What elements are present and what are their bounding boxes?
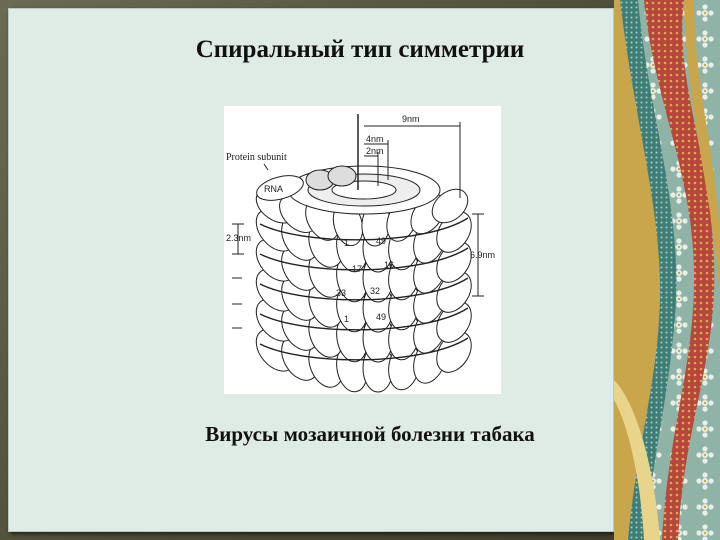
dim-9nm-label: 9nm	[402, 114, 420, 124]
subunit-number: 1	[344, 238, 349, 248]
subunit-number: 16	[384, 260, 394, 270]
dim-4nm-label: 4nm	[366, 134, 384, 144]
decorative-border	[614, 0, 720, 540]
rna-helix	[259, 217, 469, 361]
subunit-number: 49	[376, 236, 386, 246]
rna-label: RNA	[264, 184, 283, 194]
dim-2nm-label: 2nm	[366, 146, 384, 156]
protein-subunit-label: Protein subunit	[226, 152, 287, 163]
dimension-lines	[232, 122, 484, 329]
dim-6-9nm-label: 6.9nm	[470, 250, 495, 260]
slide-caption: Вирусы мозаичной болезни табака	[205, 422, 535, 446]
slide-title: Спиральный тип симметрии	[195, 36, 525, 63]
protein-subunit-shape	[256, 175, 304, 201]
subunit-number: 17	[352, 264, 362, 274]
subunit-number: 32	[370, 286, 380, 296]
subunit-number: 49	[376, 312, 386, 322]
subunit-number-labels: 1 49 17 16 33 32 1 49	[336, 236, 394, 324]
tmv-helix-illustration: Protein subunit RNA 9nm 4nm 2nm 2.3nm 6.…	[226, 114, 495, 393]
decorative-pattern	[614, 0, 720, 540]
subunit-number: 33	[336, 288, 346, 298]
tmv-structure-diagram: Protein subunit RNA 9nm 4nm 2nm 2.3nm 6.…	[224, 106, 501, 394]
subunit-number: 1	[344, 314, 349, 324]
dim-2-3nm-label: 2.3nm	[226, 233, 251, 243]
